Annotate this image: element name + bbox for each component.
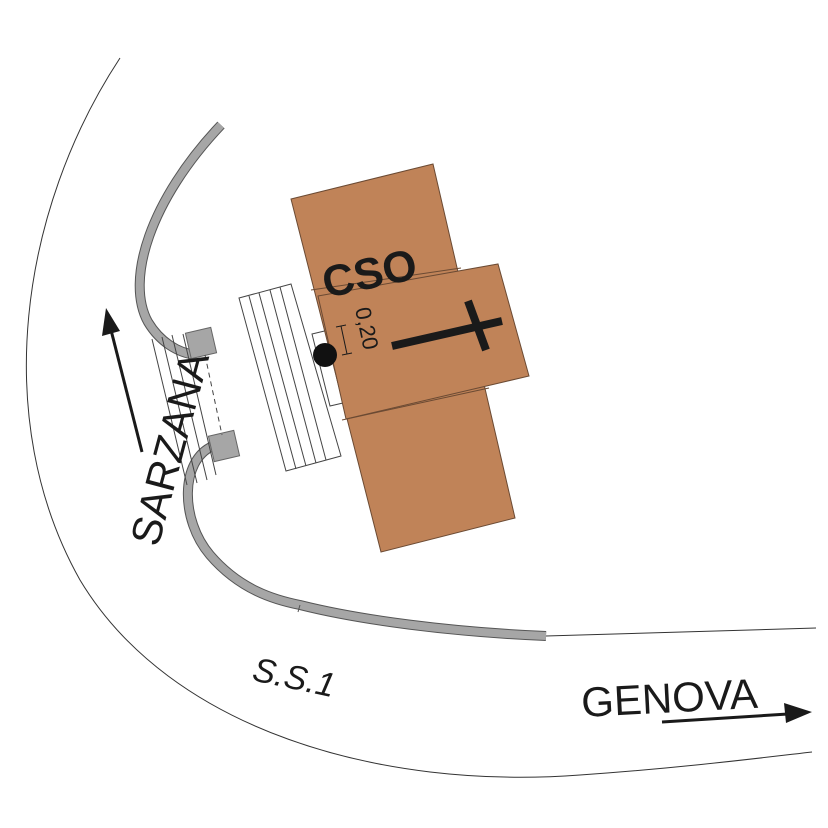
road-outer-edge — [25, 57, 813, 778]
wall-lower — [182, 441, 547, 641]
gate-pillar-upper — [184, 326, 218, 360]
gate-lines — [151, 333, 223, 486]
dimension-marker — [335, 324, 353, 356]
gate-pillar-lower — [207, 429, 241, 463]
road-label: S.S.1 — [249, 651, 338, 705]
direction-arrow-icon — [661, 703, 812, 724]
road-inner-edge — [545, 627, 817, 637]
latin-cross-icon — [391, 299, 503, 352]
wall-upper — [134, 121, 225, 360]
direction-arrow-icon — [102, 308, 144, 453]
entrance-steps — [238, 283, 342, 472]
survey-point-icon — [313, 343, 337, 367]
